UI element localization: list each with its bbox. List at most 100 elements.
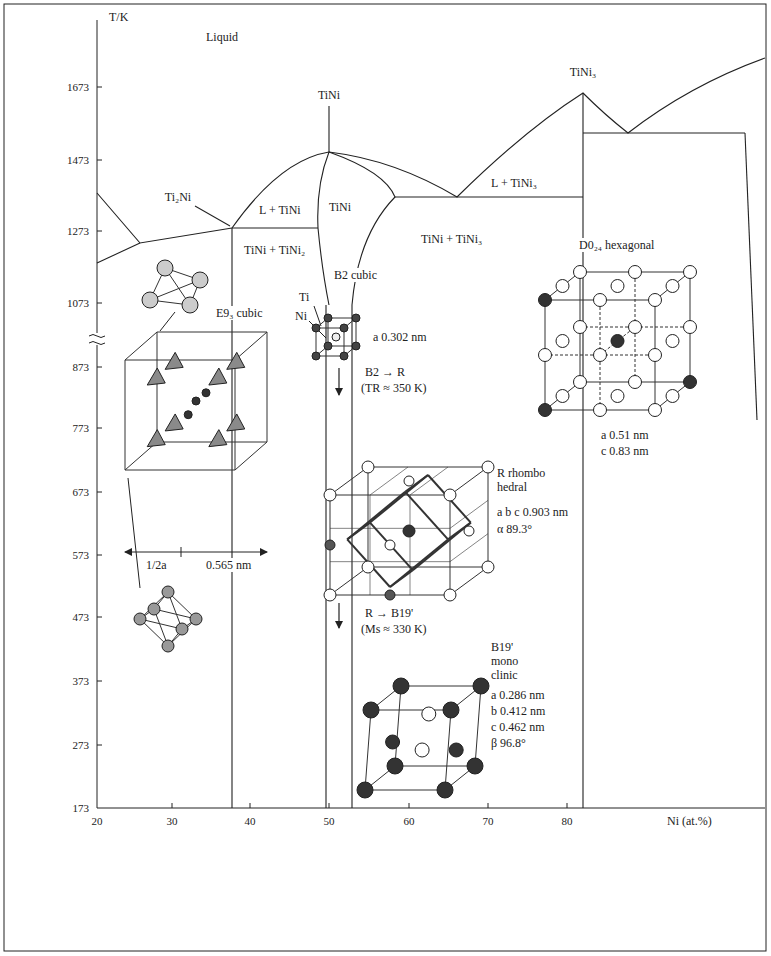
atom <box>594 404 607 417</box>
transition-label: B2 → R <box>364 365 406 379</box>
atom <box>444 589 456 601</box>
atom <box>312 352 320 360</box>
atom <box>611 280 624 293</box>
lattice-line <box>450 467 488 495</box>
phase-field-label: TiNi <box>328 200 352 214</box>
atom <box>182 297 198 313</box>
tick-label: 1473 <box>66 153 90 167</box>
tetrahedron <box>209 430 227 447</box>
lattice-parameter: α 89.3° <box>496 522 533 536</box>
atom <box>393 678 409 694</box>
atom <box>404 476 414 486</box>
atom <box>556 280 569 293</box>
dimension-label: 1/2a <box>145 558 168 572</box>
transition-label: R → B19' <box>364 606 414 620</box>
atom <box>574 266 587 279</box>
atom <box>437 782 453 798</box>
atom <box>666 390 679 403</box>
lattice-line <box>235 360 236 470</box>
lattice-parameter: b 0.412 nm <box>490 704 546 718</box>
tetrahedron <box>147 368 165 385</box>
structure-name: D0₂₄ hexagonal <box>578 238 655 252</box>
lattice-line <box>428 475 471 523</box>
atom <box>403 525 415 537</box>
lattice-parameter: c 0.462 nm <box>490 720 546 734</box>
lattice-line <box>125 360 126 470</box>
lattice-line <box>450 534 488 562</box>
dimension-line <box>125 306 326 588</box>
lattice-line <box>368 467 369 567</box>
lattice-line <box>390 570 413 587</box>
atom <box>684 321 697 334</box>
tick-label: 80 <box>561 814 574 828</box>
atom <box>363 702 379 718</box>
atom <box>142 292 158 308</box>
atom <box>192 272 208 288</box>
lattice-line <box>330 561 450 562</box>
compound-label: TiNi₃ <box>569 65 597 79</box>
atom <box>482 561 494 573</box>
atom <box>386 735 400 749</box>
lattice-line <box>365 790 445 791</box>
atom <box>482 461 494 473</box>
atom <box>312 324 320 332</box>
lattice-line <box>401 686 481 687</box>
atom <box>332 333 340 341</box>
tetrahedron <box>165 414 183 431</box>
lattice-line <box>347 492 405 540</box>
atom <box>387 758 403 774</box>
dimension-label: 0.565 nm <box>205 558 252 572</box>
lattice-parameter: a 0.51 nm <box>600 428 650 442</box>
lattice-line <box>370 467 408 495</box>
atom <box>473 678 489 694</box>
atom <box>340 324 348 332</box>
lattice-parameter: a b c 0.903 nm <box>496 505 569 519</box>
atom-label: Ni <box>294 309 308 323</box>
atom <box>611 335 624 348</box>
tick-label: 773 <box>72 421 91 435</box>
tick-label: 1073 <box>66 296 90 310</box>
atom <box>162 640 174 652</box>
atom <box>539 349 552 362</box>
atom <box>325 540 335 550</box>
atom <box>666 280 679 293</box>
atom <box>611 390 624 403</box>
lattice-line <box>395 686 401 766</box>
axis-title: T/K <box>108 10 129 24</box>
tetrahedron <box>227 352 245 369</box>
atom <box>649 404 662 417</box>
phase-field-label: L + TiNi <box>258 203 302 217</box>
atom <box>629 376 642 389</box>
lattice-parameter: a 0.286 nm <box>490 688 546 702</box>
atom <box>162 586 174 598</box>
tick-label: 573 <box>72 548 91 562</box>
compound-label: Ti₂Ni <box>164 190 192 204</box>
transition-temperature: (Ms ≈ 330 K) <box>360 622 428 636</box>
tick-label: 1673 <box>66 80 90 94</box>
atom <box>362 561 374 573</box>
tick-label: 50 <box>323 814 336 828</box>
phase-field-label: TiNi + TiNi₂ <box>243 243 306 257</box>
atom <box>385 590 395 600</box>
atom <box>629 266 642 279</box>
lattice-line <box>413 523 471 571</box>
atom <box>594 349 607 362</box>
lattice-line <box>157 332 158 442</box>
lattice-line <box>330 567 368 595</box>
atom <box>574 376 587 389</box>
phase-field-label: TiNi + TiNi₃ <box>420 232 483 246</box>
tetrahedron <box>209 368 227 385</box>
axes <box>97 20 765 808</box>
atom <box>684 376 697 389</box>
compound-label: TiNi <box>317 88 341 102</box>
lattice-line <box>368 567 488 568</box>
atom <box>192 397 200 405</box>
atom <box>594 294 607 307</box>
phase-label: Liquid <box>205 30 239 44</box>
phase-boundaries <box>97 58 765 808</box>
lattice-line <box>371 710 451 711</box>
tick-label: 273 <box>72 738 91 752</box>
atom <box>649 349 662 362</box>
